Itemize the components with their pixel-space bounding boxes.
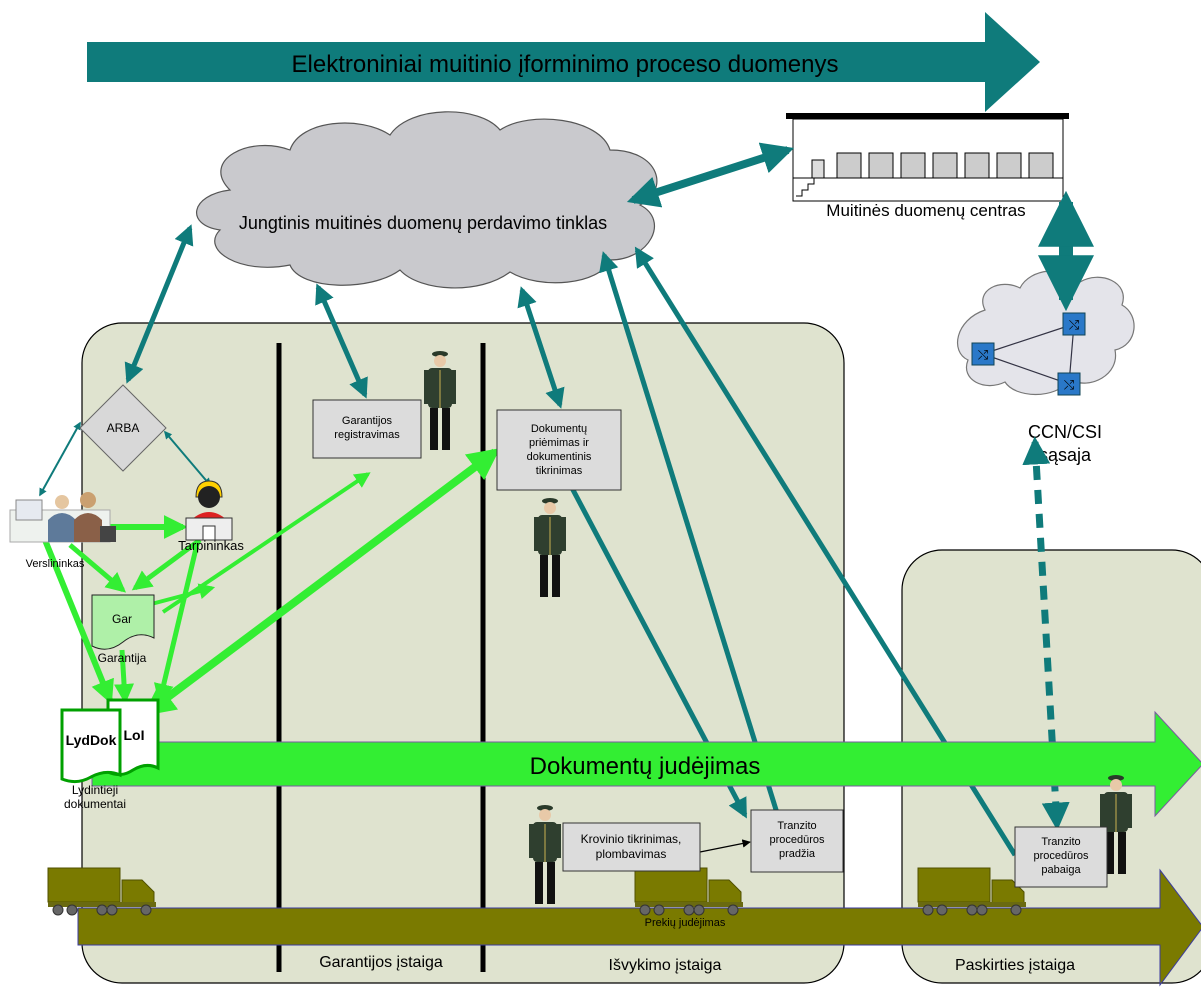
box-transit-end-line2: procedūros xyxy=(1033,850,1089,862)
box-cargo-check-line2: plombavimas xyxy=(596,847,667,861)
box-doc-acceptance-line1: Dokumentų xyxy=(531,423,587,435)
svg-text:⤭: ⤭ xyxy=(978,347,989,362)
documents-flow-arrow xyxy=(91,710,1201,818)
datacenter-building xyxy=(786,113,1069,202)
office-departure-label: Išvykimo įstaiga xyxy=(609,957,722,974)
box-transit-end xyxy=(1014,826,1108,888)
box-doc-acceptance-line2: priėmimas ir xyxy=(529,437,589,449)
box-guarantee-registration xyxy=(312,399,422,459)
guarantee-doc-icon xyxy=(91,594,155,650)
box-cargo-check-line1: Krovinio tikrinimas, xyxy=(581,832,682,846)
box-doc-acceptance-line3: dokumentinis xyxy=(527,451,592,463)
guarantee-doc-code: Gar xyxy=(112,612,132,626)
network-cloud xyxy=(196,111,658,289)
ccn-label-line1: CCN/CSI xyxy=(1028,422,1102,442)
office-guarantee-label: Garantijos įstaiga xyxy=(319,954,443,971)
box-transit-start-line2: procedūros xyxy=(769,834,825,846)
switch-icon: ⤭ xyxy=(1062,312,1086,336)
business-label: Verslininkas xyxy=(26,558,85,570)
goods-flow-arrow xyxy=(77,868,1201,987)
cargo-to-transit-arrow xyxy=(699,839,751,853)
accompanying-doc-icon xyxy=(60,708,122,784)
arba-label: ARBA xyxy=(107,421,140,435)
goods-flow-label: Prekių judėjimas xyxy=(645,917,726,929)
ccn-label-line2: sąsaja xyxy=(1039,445,1092,465)
accompanying-doc-caption1: Lydintieji xyxy=(72,783,118,797)
switch-icon: ⤭ xyxy=(1057,372,1081,396)
box-transit-start-line3: pradžia xyxy=(779,848,816,860)
box-doc-acceptance-line4: tikrinimas xyxy=(536,465,583,477)
banner-text: Elektroniniai muitinio įforminimo proces… xyxy=(292,51,839,78)
svg-text:⤭: ⤭ xyxy=(1064,377,1075,392)
box-transit-end-line3: pabaiga xyxy=(1041,864,1081,876)
box-transit-start-line1: Tranzito xyxy=(777,820,816,832)
banner-arrow xyxy=(87,12,1040,112)
datacenter-label: Muitinės duomenų centras xyxy=(826,201,1025,220)
accompanying-doc-caption2: dokumentai xyxy=(64,797,126,811)
accompanying-doc-code1: LydDok xyxy=(66,732,117,748)
box-doc-acceptance xyxy=(496,409,622,491)
intermediary-label: Tarpininkas xyxy=(178,538,244,553)
arba-diamond xyxy=(79,384,167,472)
box-guarantee-registration-line2: registravimas xyxy=(334,429,400,441)
network-label: Jungtinis muitinės duomenų perdavimo tin… xyxy=(239,213,607,233)
intermediary-icon xyxy=(185,480,233,541)
box-transit-start xyxy=(750,809,844,873)
documents-flow-label: Dokumentų judėjimas xyxy=(530,753,761,780)
svg-text:⤭: ⤭ xyxy=(1069,317,1080,332)
guarantee-doc-caption: Garantija xyxy=(98,651,147,665)
office-destination-label: Paskirties įstaiga xyxy=(955,957,1075,974)
box-transit-end-line1: Tranzito xyxy=(1041,836,1080,848)
box-cargo-check xyxy=(562,822,701,872)
accompanying-doc-code2: LoI xyxy=(124,727,145,743)
box-guarantee-registration-line1: Garantijos xyxy=(342,415,393,427)
switch-icon: ⤭ xyxy=(971,342,995,366)
business-icon xyxy=(9,492,116,543)
